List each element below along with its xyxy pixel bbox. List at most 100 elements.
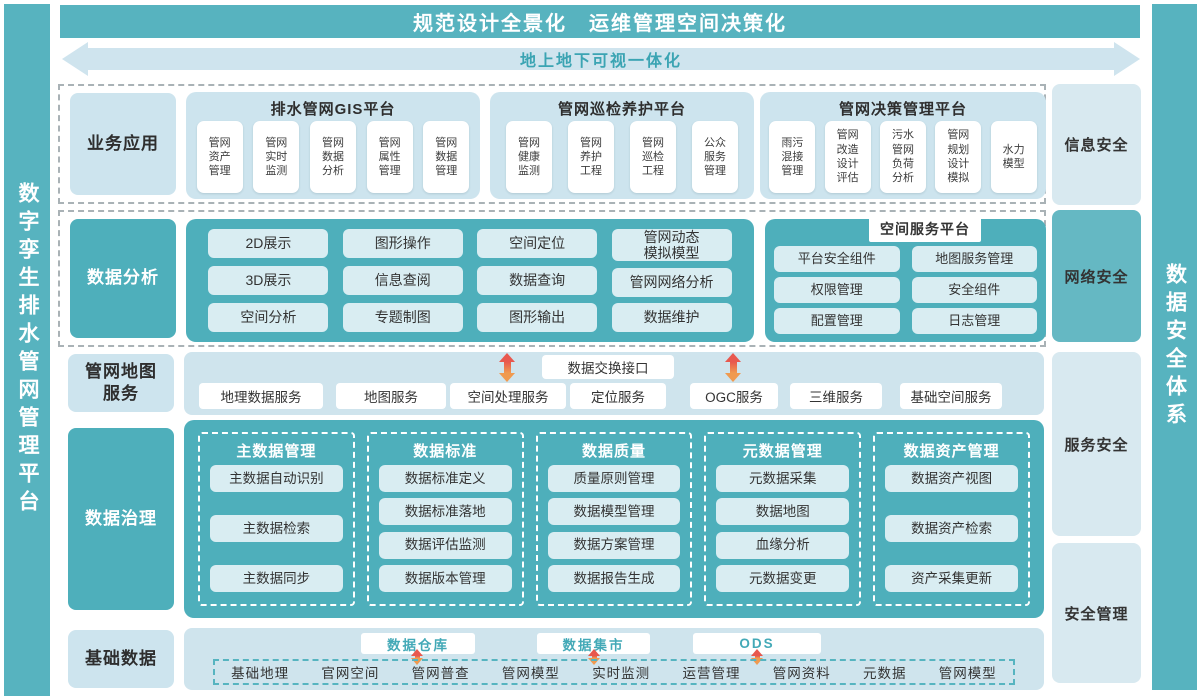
updown-arrow-icon <box>411 649 423 665</box>
spatial-service-title: 空间服务平台 <box>869 216 981 242</box>
analysis-column: 图形操作 信息查阅 专题制图 <box>342 229 463 332</box>
spatial-column: 地图服务管理 安全组件 日志管理 <box>911 246 1037 334</box>
spatial-column: 平台安全组件 权限管理 配置管理 <box>774 246 900 334</box>
governance-panel: 主数据管理 主数据自动识别 主数据检索 主数据同步 数据标准 数据标准定义 数据… <box>184 420 1044 618</box>
updown-arrow-icon <box>751 649 763 665</box>
card: 管网 资产 管理 <box>196 121 243 193</box>
row-label-base-data: 基础数据 <box>68 630 174 688</box>
top-banner: 规范设计全景化 运维管理空间决策化 <box>60 5 1140 38</box>
pill: 数据地图 <box>716 498 850 526</box>
data-source-box: 基础地理 官网空间 管网普查 管网模型 实时监测 运营管理 管网资料 元数据 管… <box>213 659 1015 685</box>
data-governance-row: 数据治理 主数据管理 主数据自动识别 主数据检索 主数据同步 数据标准 数据标准… <box>58 420 1046 618</box>
map-service-panel: 数据交换接口 地理数据服务 地图服务 空间处理服务 定位服务 OGC服务 三维服… <box>184 352 1044 415</box>
governance-column-metadata: 元数据管理 元数据采集 数据地图 血缘分析 元数据变更 <box>704 432 862 606</box>
card: 污水 管网 负荷 分析 <box>879 121 926 193</box>
pill: 数据维护 <box>611 303 732 332</box>
pill: 数据查询 <box>477 266 598 295</box>
business-application-row: 业务应用 排水管网GIS平台 管网 资产 管理 管网 实时 监测 管网 数据 分… <box>58 84 1046 204</box>
group-title: 排水管网GIS平台 <box>270 101 396 118</box>
updown-arrow-icon <box>588 649 600 665</box>
row-label-governance: 数据治理 <box>68 428 174 610</box>
pill: 信息查阅 <box>342 266 463 295</box>
data-security-band: 数据安全体系 <box>1152 4 1197 690</box>
spatial-service-columns: 平台安全组件 权限管理 配置管理 地图服务管理 安全组件 日志管理 <box>774 246 1037 334</box>
pill: 元数据变更 <box>716 564 850 592</box>
data-analysis-row: 数据分析 2D展示 3D展示 空间分析 图形操作 信息查阅 专题制图 空间定位 … <box>58 210 1046 347</box>
card: 管网 健康 监测 <box>506 121 552 193</box>
card: 管网 数据 管理 <box>423 121 470 193</box>
group-title: 管网巡检养护平台 <box>557 101 686 118</box>
column-title: 主数据管理 <box>236 443 317 460</box>
card: 管网 巡检 工程 <box>630 121 676 193</box>
row-label-business: 业务应用 <box>70 93 176 195</box>
pill: 资产采集更新 <box>885 565 1018 592</box>
card: 管网 属性 管理 <box>366 121 413 193</box>
pill: 数据方案管理 <box>547 531 681 559</box>
service-chip: 空间处理服务 <box>450 383 566 409</box>
pill: 主数据自动识别 <box>210 465 343 492</box>
pill: 数据资产视图 <box>885 465 1018 492</box>
governance-column-master-data: 主数据管理 主数据自动识别 主数据检索 主数据同步 <box>198 432 355 606</box>
pill: 日志管理 <box>911 308 1037 334</box>
security-box-management: 安全管理 <box>1052 543 1141 683</box>
card: 管网 养护 工程 <box>568 121 614 193</box>
governance-column-data-standard: 数据标准 数据标准定义 数据标准落地 数据评估监测 数据版本管理 <box>366 432 524 606</box>
base-data-row: 基础数据 数据仓库 数据集市 ODS 基础地理 官网空间 管网普查 管网模型 实… <box>58 628 1046 690</box>
pill: 数据模型管理 <box>547 498 681 526</box>
column-title: 数据质量 <box>581 443 646 460</box>
pill: 地图服务管理 <box>911 246 1037 272</box>
pill: 数据评估监测 <box>378 531 512 559</box>
analysis-column: 管网动态 模拟模型 管网网络分析 数据维护 <box>611 229 732 332</box>
service-chip: 基础空间服务 <box>900 383 1002 409</box>
governance-column-data-quality: 数据质量 质量原则管理 数据模型管理 数据方案管理 数据报告生成 <box>535 432 693 606</box>
pill: 主数据同步 <box>210 565 343 592</box>
pill: 元数据采集 <box>716 465 850 492</box>
updown-arrow-icon <box>725 353 741 382</box>
card: 管网 数据 分析 <box>309 121 356 193</box>
data-source: 管网普查 <box>411 666 470 681</box>
data-source: 管网资料 <box>772 666 831 681</box>
updown-arrow-icon <box>499 353 515 382</box>
pill: 数据标准落地 <box>378 498 512 526</box>
pill: 数据标准定义 <box>378 465 512 492</box>
group-cards: 雨污 混接 管理 管网 改造 设计 评估 污水 管网 负荷 分析 管网 规划 设… <box>760 120 1046 194</box>
arrow-left-head-icon <box>62 42 88 76</box>
group-cards: 管网 资产 管理 管网 实时 监测 管网 数据 分析 管网 属性 管理 管网 数… <box>186 120 480 194</box>
security-box-service: 服务安全 <box>1052 352 1141 536</box>
card: 水力 模型 <box>990 121 1037 193</box>
column-title: 数据资产管理 <box>903 443 1000 460</box>
pill: 主数据检索 <box>210 515 343 542</box>
warehouse-box: ODS <box>693 633 821 654</box>
group-inspection-platform: 管网巡检养护平台 管网 健康 监测 管网 养护 工程 管网 巡检 工程 公众 服… <box>490 92 754 199</box>
card: 公众 服务 管理 <box>692 121 738 193</box>
map-service-row: 管网地图 服务 数据交换接口 地理数据服务 地图服务 空间处理服务 定位服务 O… <box>58 352 1046 415</box>
analysis-panel: 2D展示 3D展示 空间分析 图形操作 信息查阅 专题制图 空间定位 数据查询 … <box>186 219 754 342</box>
card: 雨污 混接 管理 <box>769 121 816 193</box>
pill: 平台安全组件 <box>774 246 900 272</box>
pill: 配置管理 <box>774 308 900 334</box>
group-title: 管网决策管理平台 <box>838 101 967 118</box>
pill: 管网网络分析 <box>611 267 732 297</box>
service-chip: 地图服务 <box>336 383 446 409</box>
service-chip: 三维服务 <box>790 383 882 409</box>
pill: 安全组件 <box>911 277 1037 303</box>
pill: 数据版本管理 <box>378 564 512 592</box>
data-source: 运营管理 <box>682 666 741 681</box>
left-band-label: 数字孪生排水管网管理平台 <box>16 182 39 518</box>
pill: 血缘分析 <box>716 531 850 559</box>
pill: 管网动态 模拟模型 <box>611 229 732 262</box>
data-source: 官网空间 <box>321 666 380 681</box>
pill: 2D展示 <box>208 229 329 258</box>
pill: 空间定位 <box>477 229 598 258</box>
card: 管网 改造 设计 评估 <box>824 121 871 193</box>
analysis-column: 2D展示 3D展示 空间分析 <box>208 229 329 332</box>
analysis-column: 空间定位 数据查询 图形输出 <box>477 229 598 332</box>
service-chip: 地理数据服务 <box>199 383 323 409</box>
pill: 空间分析 <box>208 303 329 332</box>
governance-column-data-asset: 数据资产管理 数据资产视图 数据资产检索 资产采集更新 <box>873 432 1030 606</box>
arrow-banner-label: 地上地下可视一体化 <box>519 53 682 70</box>
pill: 专题制图 <box>342 303 463 332</box>
column-title: 数据标准 <box>413 443 478 460</box>
data-source: 管网模型 <box>938 666 997 681</box>
